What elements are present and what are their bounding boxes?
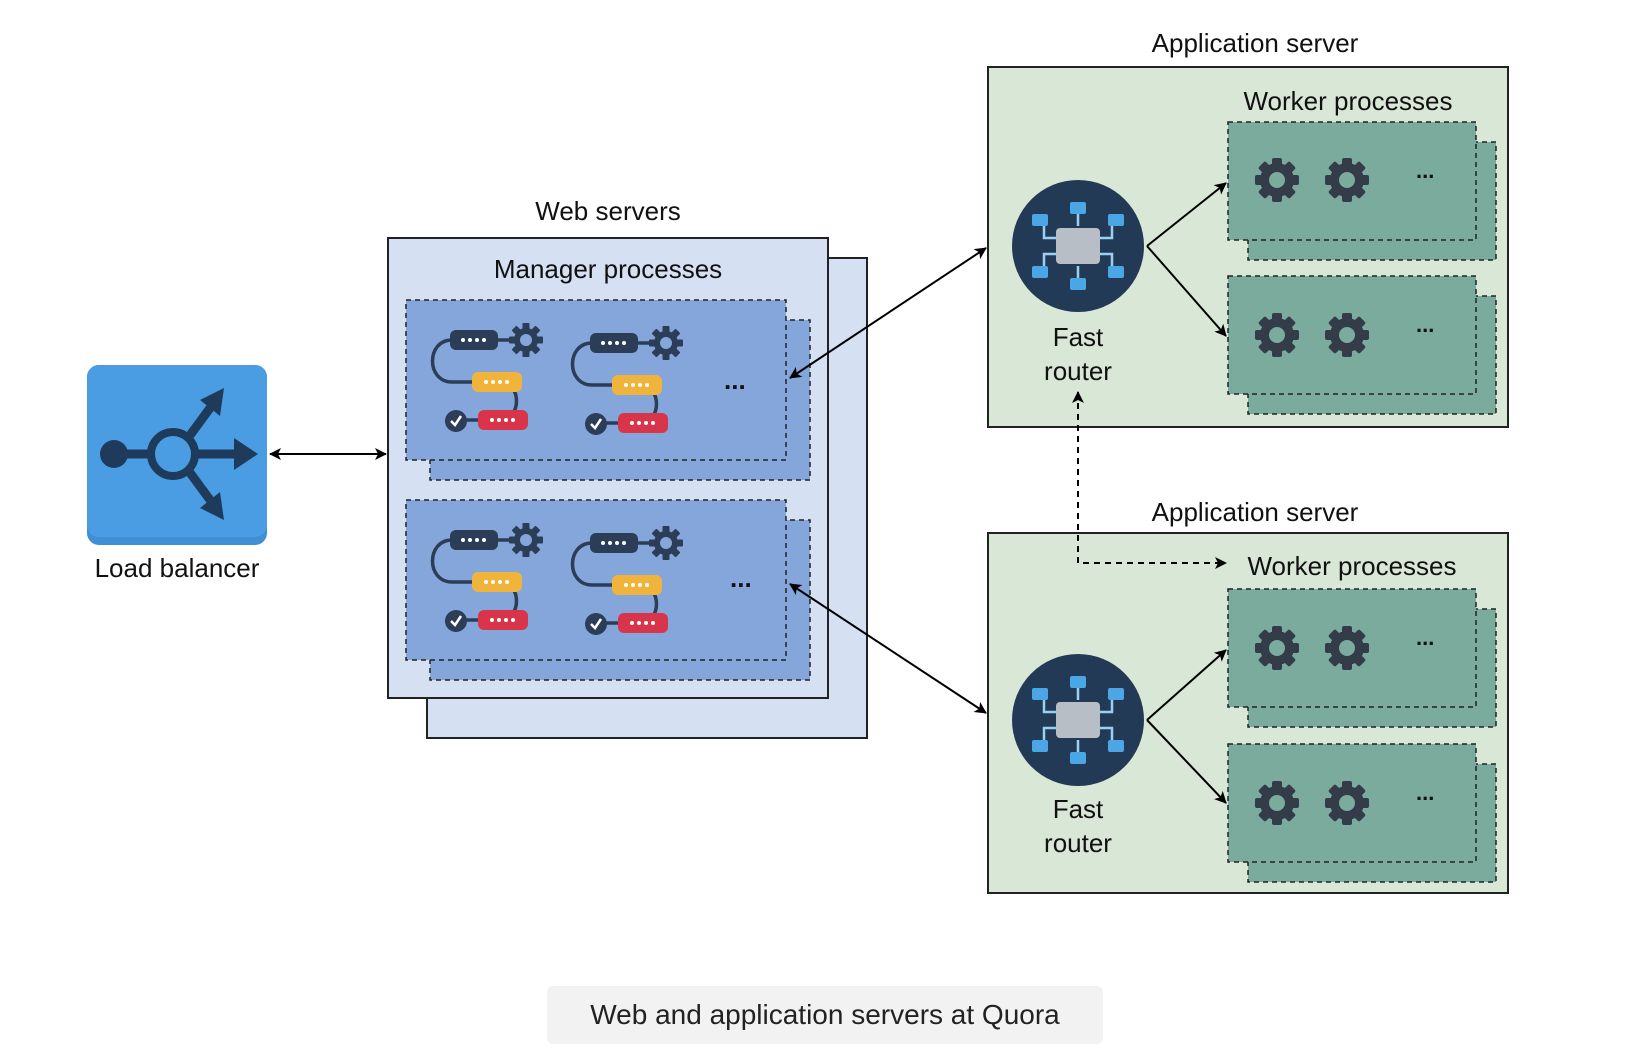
worker-group [1227, 743, 1497, 883]
router-icon [1010, 178, 1146, 314]
gear-icon [1255, 158, 1299, 202]
worker-processes-label: Worker processes [1243, 86, 1453, 116]
figure-caption: Web and application servers at Quora [590, 999, 1060, 1030]
router-worker-arrow [1146, 182, 1227, 247]
router-label: router [1044, 356, 1112, 386]
web-app2-arrow [789, 583, 987, 714]
app-server-1 [987, 66, 1509, 428]
router-cross-link-arrow [1072, 391, 1227, 569]
manager-processes-label: Manager processes [493, 254, 723, 284]
gear-icon [1325, 158, 1369, 202]
router-icon [1010, 652, 1146, 788]
worker-group [1227, 121, 1497, 261]
load-balancer-label: Load balancer [94, 553, 260, 583]
router-label: Fast [1052, 794, 1104, 824]
router-label: router [1044, 828, 1112, 858]
app-server-2 [987, 532, 1509, 894]
web-servers-title: Web servers [535, 196, 681, 226]
gear-icon [1325, 626, 1369, 670]
ellipsis: ... [1416, 780, 1435, 805]
worker-group [1227, 588, 1497, 728]
ellipsis: ... [724, 365, 746, 395]
gear-icon [1325, 313, 1369, 357]
worker-processes-label: Worker processes [1247, 551, 1457, 581]
gear-icon [1255, 313, 1299, 357]
router-worker-arrow [1146, 719, 1227, 804]
app-server-title: Application server [1151, 28, 1359, 58]
ellipsis: ... [1416, 158, 1435, 183]
ellipsis: ... [1416, 625, 1435, 650]
web-app1-arrow [789, 247, 987, 379]
gear-icon [1255, 781, 1299, 825]
worker-group [1227, 275, 1497, 415]
load-balancer-icon [87, 365, 267, 545]
ellipsis: ... [730, 563, 752, 593]
router-worker-arrow [1146, 649, 1227, 721]
router-worker-arrow [1146, 245, 1227, 337]
manager-process-group-2 [405, 499, 811, 681]
gear-icon [1325, 781, 1369, 825]
manager-process-group-1 [405, 299, 811, 481]
caption-box: Web and application servers at Quora [547, 986, 1103, 1044]
router-label: Fast [1052, 322, 1104, 352]
ellipsis: ... [1416, 312, 1435, 337]
app-server-title: Application server [1151, 497, 1359, 527]
connectors [269, 182, 1227, 804]
gear-icon [1255, 626, 1299, 670]
